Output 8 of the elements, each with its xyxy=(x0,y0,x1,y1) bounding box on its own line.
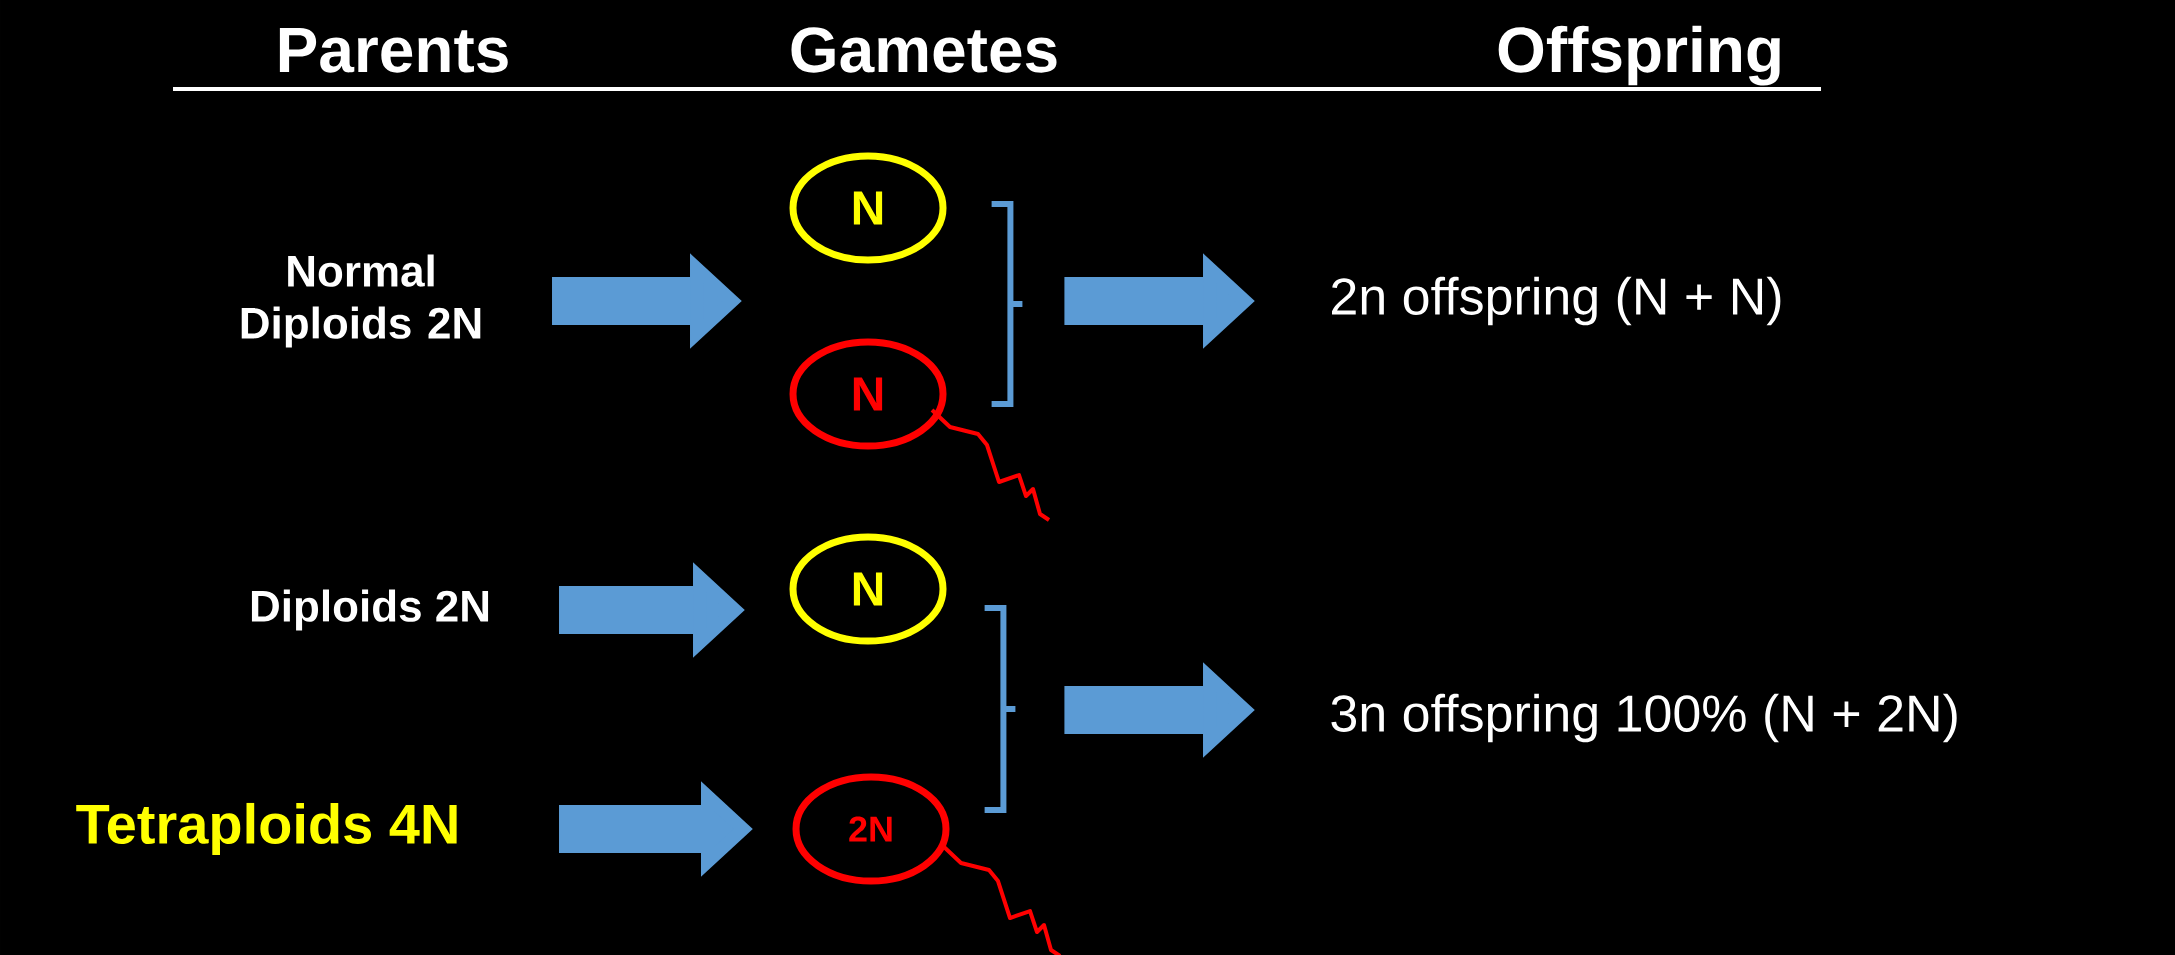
column-heading: Gametes xyxy=(791,27,1057,73)
parent-label: Diploids 2N xyxy=(251,589,489,631)
offspring-label: 3n offspring 100% (N + 2N) xyxy=(1331,693,1957,743)
parent-label: Normal Diploids 2N xyxy=(241,254,481,348)
parent-label: Tetraploids 4N xyxy=(76,802,457,856)
column-heading: Offspring xyxy=(1498,25,1780,86)
column-heading: Parents xyxy=(279,28,508,73)
offspring-label: 2n offspring (N + N) xyxy=(1332,276,1781,326)
